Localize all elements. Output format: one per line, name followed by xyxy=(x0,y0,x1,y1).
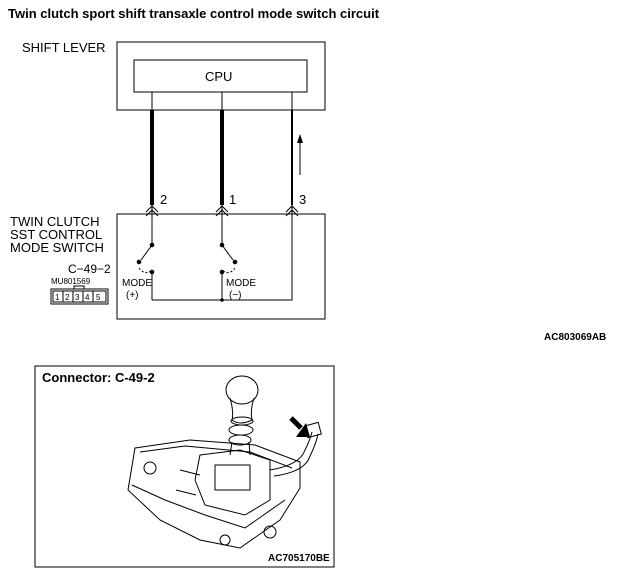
mode-plus-label: MODE xyxy=(122,278,152,289)
connector-panel-title: Connector: C-49-2 xyxy=(42,370,155,385)
cpu-label: CPU xyxy=(205,69,233,84)
figure-code-2: AC705170BE xyxy=(268,553,330,564)
part-number: MU801569 xyxy=(51,277,91,286)
mode-plus-sign: (+) xyxy=(126,290,139,301)
figure-code-1: AC803069AB xyxy=(544,332,607,343)
shift-lever-illustration xyxy=(127,375,322,549)
page-title: Twin clutch sport shift transaxle contro… xyxy=(8,6,380,21)
connector-face xyxy=(50,285,109,305)
common-bus xyxy=(152,216,293,301)
pointer-arrow xyxy=(289,416,310,437)
pin-number-5: 5 xyxy=(96,293,101,302)
wire-label-pin-2: 2 xyxy=(160,192,168,207)
pin-number-4: 4 xyxy=(85,293,90,302)
wire-label-pin-1: 1 xyxy=(229,192,237,207)
wire-label-pin-3: 3 xyxy=(299,192,307,207)
switch-mode-plus xyxy=(136,216,155,300)
switch-mode-minus xyxy=(219,216,238,300)
switch-label-line-3: MODE SWITCH xyxy=(10,240,104,255)
pin-number-1: 1 xyxy=(55,293,60,302)
pin-number-3: 3 xyxy=(75,293,80,302)
cpu-box xyxy=(133,59,308,93)
switch-box xyxy=(116,213,326,320)
mode-minus-label: MODE xyxy=(226,278,256,289)
switch-label-line-1: TWIN CLUTCH xyxy=(10,214,100,229)
connector-photo-frame xyxy=(34,365,335,568)
switch-label-line-2: SST CONTROL xyxy=(10,227,103,242)
mode-minus-sign: (−) xyxy=(229,290,242,301)
connector-code-label: C−49−2 xyxy=(68,262,111,276)
shift-lever-label: SHIFT LEVER xyxy=(22,40,106,55)
pin-number-2: 2 xyxy=(65,293,70,302)
